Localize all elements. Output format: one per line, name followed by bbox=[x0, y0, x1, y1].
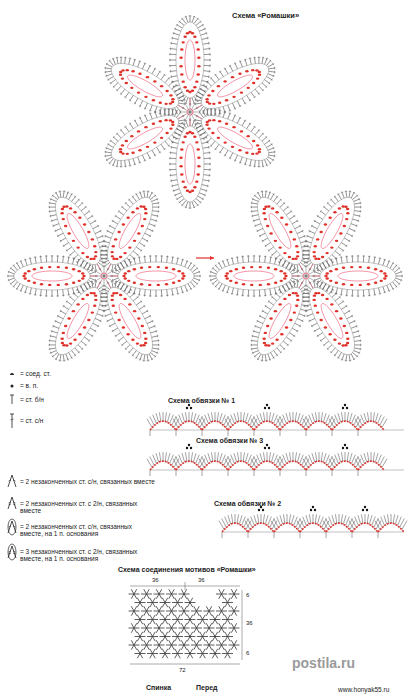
part-name: Спинка bbox=[146, 684, 171, 692]
legend-symbols bbox=[8, 373, 16, 560]
part-name: Перед bbox=[196, 684, 218, 692]
section-heading: Схема обвязки № 2 bbox=[214, 500, 281, 508]
dimension: 6 bbox=[246, 592, 249, 599]
legend-entry: = ст. с/н bbox=[20, 417, 140, 424]
edging-chart bbox=[147, 444, 404, 476]
legend-entry: = соед. ст. bbox=[20, 370, 140, 377]
legend-entry: = в. п. bbox=[20, 382, 140, 389]
chart-title: Схема «Ромашки» bbox=[232, 12, 299, 21]
section-heading: Схема обвязки № 3 bbox=[196, 437, 263, 445]
legend-entry: = 2 незаконченных ст. с/н, связанных вме… bbox=[20, 478, 200, 485]
legend-entry: = ст. б/н bbox=[20, 396, 140, 403]
section-heading: Схема обвязки № 1 bbox=[168, 397, 235, 405]
legend-entry: = 2 незаконченных ст. с 2/н, связанных в… bbox=[20, 500, 138, 515]
dimension: 72 bbox=[179, 667, 186, 674]
dimension: 36 bbox=[198, 577, 205, 584]
edging-chart bbox=[147, 404, 404, 436]
dimension: 36 bbox=[246, 620, 253, 627]
watermark: postila.ru bbox=[292, 655, 355, 671]
dimension: 36 bbox=[152, 577, 159, 584]
daisy-motif bbox=[7, 190, 201, 361]
joining-scheme bbox=[129, 582, 243, 664]
daisy-motif bbox=[104, 15, 275, 209]
legend-entry: = 2 незаконченных ст. с/н, связанных вме… bbox=[20, 523, 138, 538]
daisy-motif bbox=[209, 190, 403, 361]
legend-entry: = 3 незаконченных ст. с 2/н, связанных в… bbox=[20, 548, 138, 563]
dimension: 6 bbox=[246, 650, 249, 657]
edging-chart bbox=[219, 506, 407, 538]
watermark: www.honyak55.ru bbox=[338, 686, 389, 693]
section-heading: Схема соединения мотивов «Ромашки» bbox=[118, 566, 256, 574]
join-arrowhead bbox=[210, 256, 214, 260]
